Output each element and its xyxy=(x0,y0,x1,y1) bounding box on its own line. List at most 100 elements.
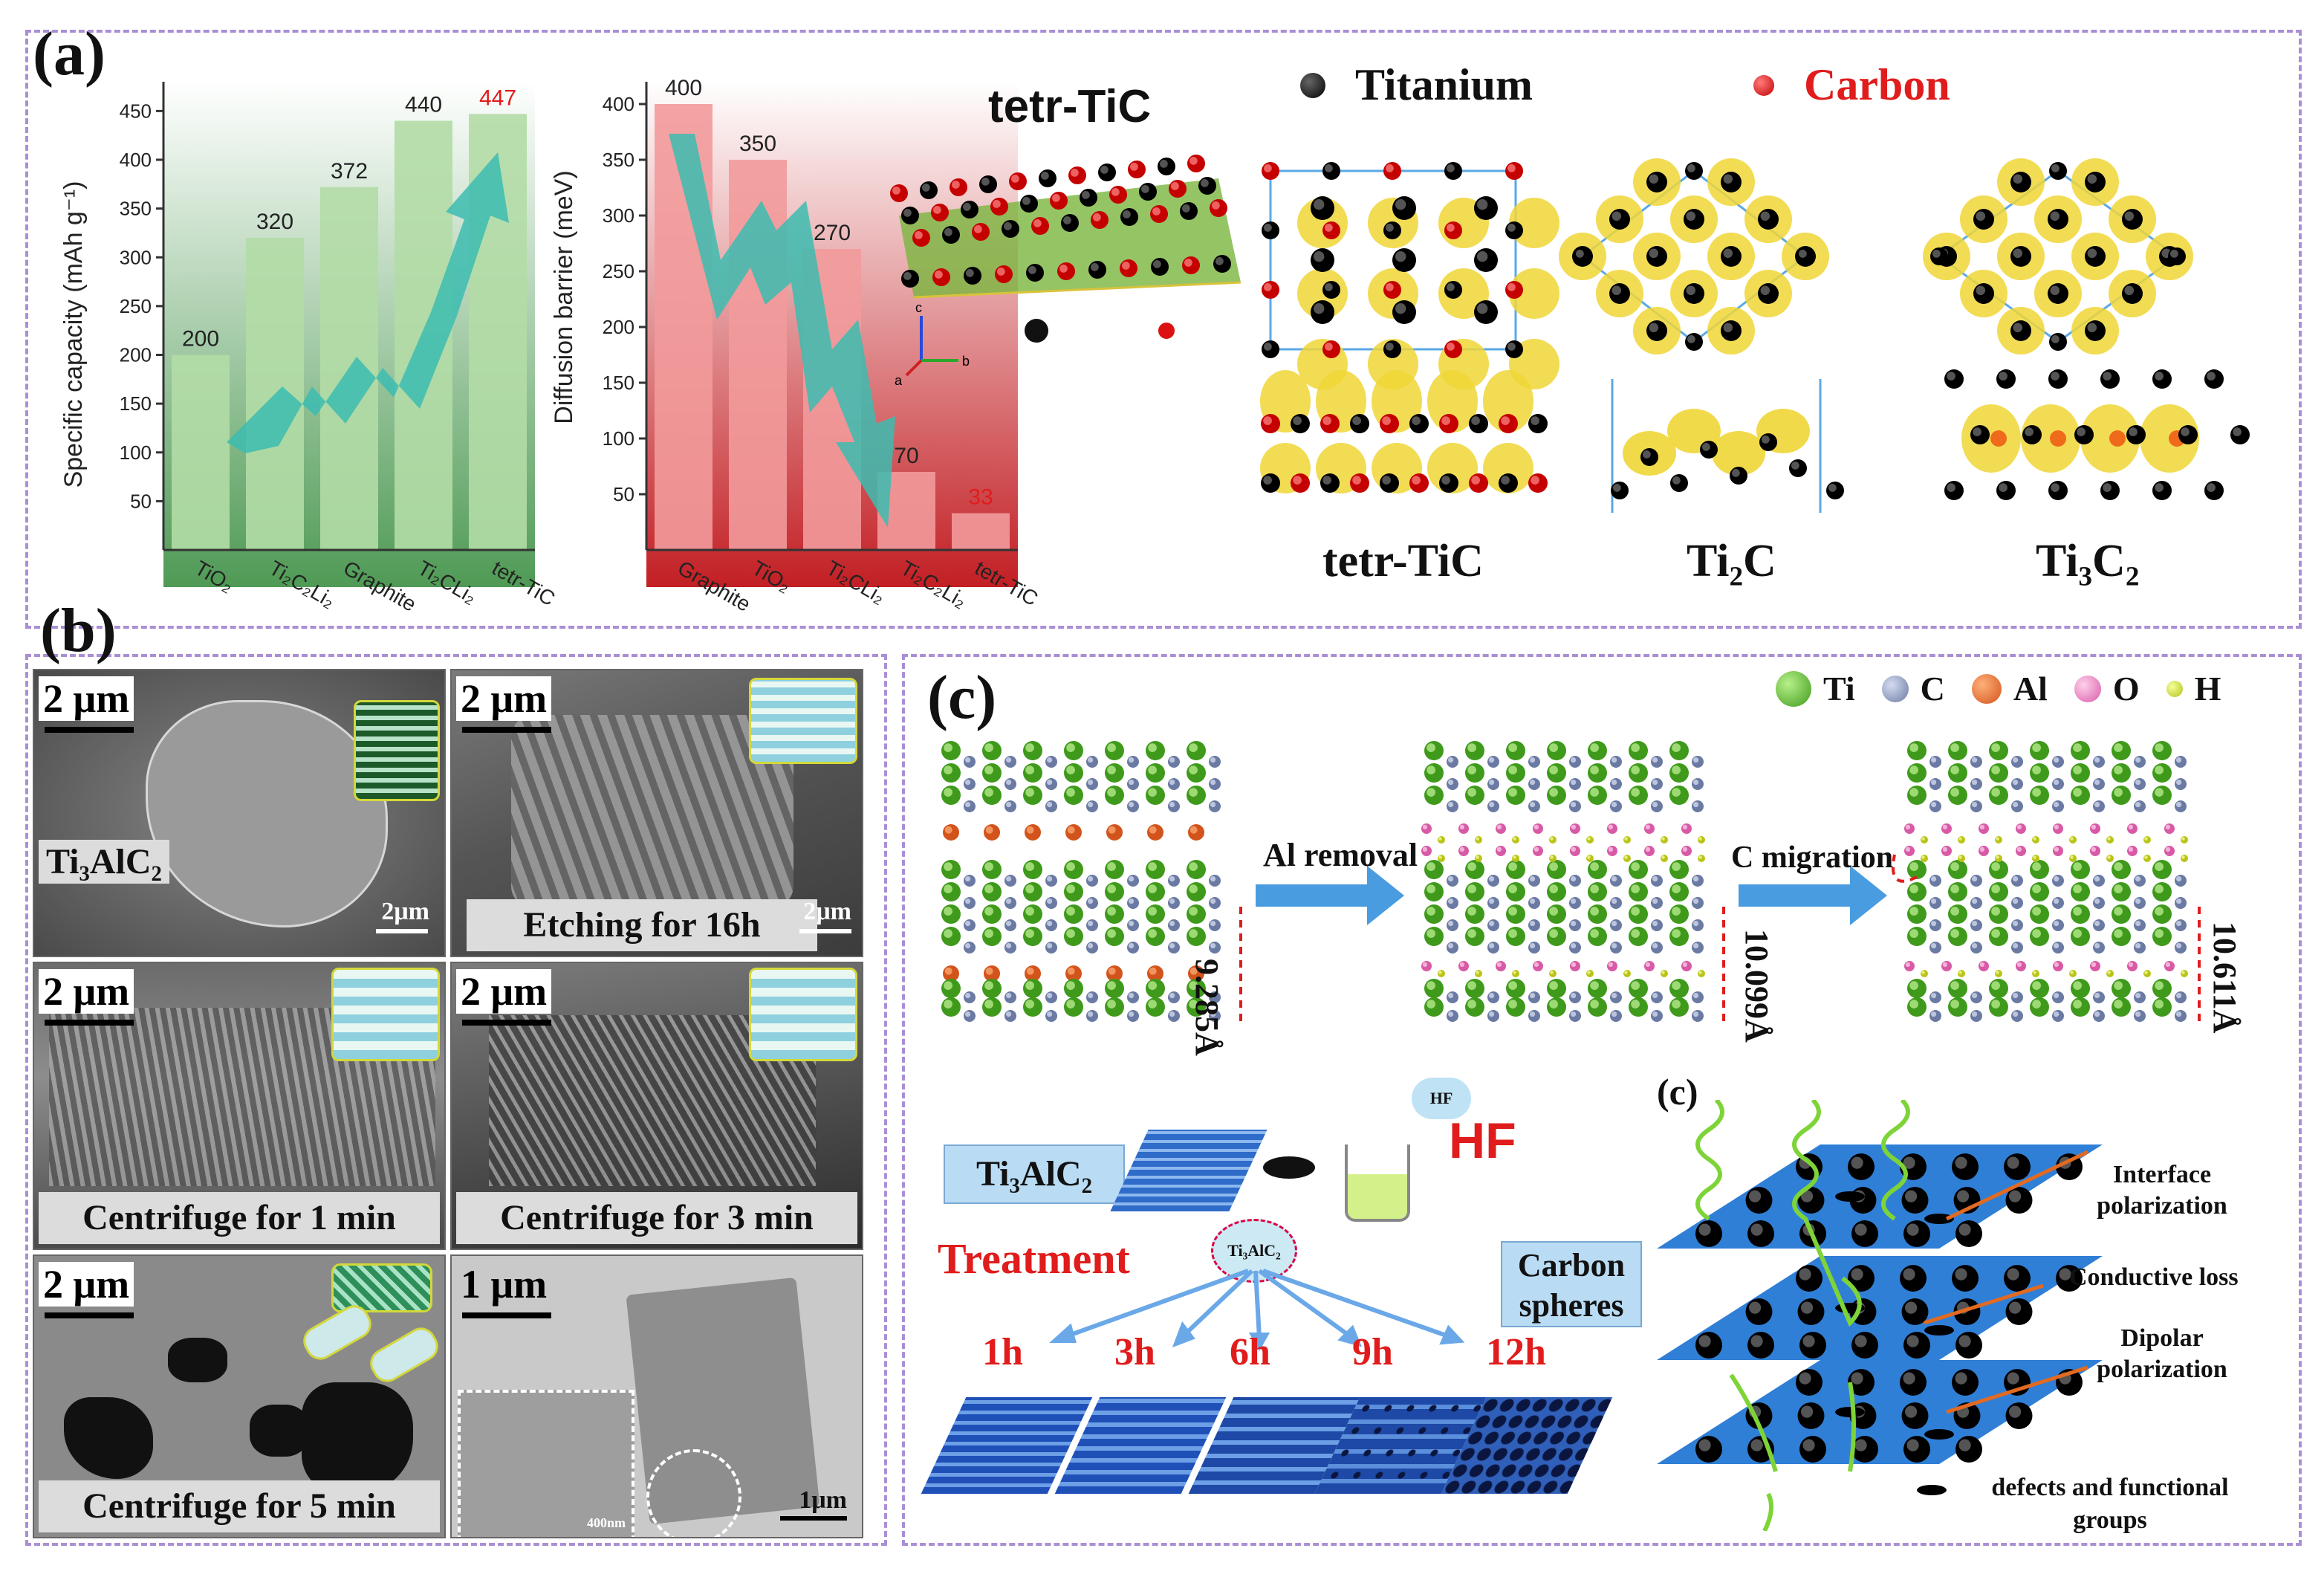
panel-c-legend: Ti C Al O H xyxy=(1776,669,2221,708)
sem-image-centrifuge-3min: 2 μm Centrifuge for 3 min xyxy=(450,962,863,1250)
carbon-dot-icon xyxy=(1753,74,1774,96)
ti3c2-side-view xyxy=(1944,369,2250,500)
cryst1-structure xyxy=(941,741,1221,1022)
layered-crystal-inset xyxy=(749,968,857,1061)
powder-pile-icon xyxy=(1263,1156,1315,1179)
sem-image-ti3alc2: 2 μm Ti₃AlC₂ 2μm xyxy=(33,669,446,957)
capacity-y-tick: 400 xyxy=(120,149,152,171)
barrier-y-tick: 350 xyxy=(603,149,634,171)
cryst3-structure xyxy=(1904,741,2188,1022)
svg-text:b: b xyxy=(962,354,970,369)
al-atom-icon xyxy=(1971,673,2002,704)
capacity-value-label: 320 xyxy=(256,210,293,234)
beaker-icon xyxy=(1345,1144,1410,1222)
time-12h: 12h xyxy=(1486,1331,1546,1373)
capacity-bar xyxy=(172,354,230,550)
tem-inset: 400nm xyxy=(458,1390,634,1537)
al-removal-arrow xyxy=(1256,866,1404,925)
panel-a-border xyxy=(25,30,2302,629)
tetr-tic-side-view xyxy=(1260,370,1548,493)
barrier-y-tick: 50 xyxy=(613,483,634,505)
sem-image-centrifuge-1min: 2 μm Centrifuge for 1 min xyxy=(33,962,446,1250)
capacity-y-tick: 300 xyxy=(120,246,152,268)
tetr-tic-top-view xyxy=(1262,162,1559,389)
carbon-spheres-box: Carbon spheres xyxy=(1501,1241,1642,1327)
barrier-bar xyxy=(952,513,1010,550)
mech-label-dipolar: Dipolar polarization xyxy=(2097,1324,2227,1383)
panel-c-border xyxy=(902,654,2302,1546)
panel-c-label: (c) xyxy=(927,663,997,732)
sub-panel-c-label: (c) xyxy=(1657,1071,1698,1113)
treatment-arrows xyxy=(1049,1269,1465,1352)
barrier-value-label: 350 xyxy=(739,132,776,156)
defects-legend: defects and functional groups xyxy=(1917,1471,2266,1537)
trend-arrow-up xyxy=(227,152,509,453)
o-atom-icon xyxy=(2074,675,2101,702)
panel-a-label: (a) xyxy=(33,19,106,88)
capacity-ylabel: Specific capacity (mAh g⁻¹) xyxy=(59,181,88,488)
titanium-dot-icon xyxy=(1300,72,1325,98)
absorption-mechanism xyxy=(1657,1100,2103,1531)
time-9h: 9h xyxy=(1352,1331,1393,1373)
hf-label: HF xyxy=(1449,1113,1516,1169)
structure-label-3: Ti₃C₂ xyxy=(2036,536,2140,586)
barrier-y-tick: 100 xyxy=(603,427,634,450)
structure-label-1: tetr-TiC xyxy=(1322,536,1484,586)
tem-image: 400nm 1 μm 1μm xyxy=(450,1254,863,1538)
time-6h: 6h xyxy=(1230,1331,1270,1373)
spacing-2: 10.099Å xyxy=(1739,929,1775,1043)
layered-crystal-inset xyxy=(331,968,440,1061)
ti-atom-icon xyxy=(1776,670,1811,707)
ti3alc2-box: Ti₃AlC₂ xyxy=(944,1144,1125,1204)
ti2c-side-view xyxy=(1611,379,1844,513)
panel-b-border xyxy=(25,654,887,1546)
barrier-ylabel: Diffusion barrier (meV) xyxy=(550,170,578,424)
barrier-y-tick: 400 xyxy=(603,93,634,115)
mxene-structures xyxy=(941,741,2201,1022)
hf-cloud-icon: HF xyxy=(1412,1078,1471,1119)
barrier-value-label: 70 xyxy=(894,444,918,468)
capacity-y-tick: 450 xyxy=(120,100,152,122)
barrier-y-tick: 300 xyxy=(603,204,634,227)
structure-label-2: Ti₂C xyxy=(1687,536,1776,586)
tetr-tic-3d-structure: c b a xyxy=(890,155,1241,388)
legend-titanium: Titanium xyxy=(1300,59,1533,111)
spacing-3: 10.611Å xyxy=(2207,922,2243,1034)
barrier-value-label: 33 xyxy=(968,485,993,510)
capacity-value-label: 440 xyxy=(405,93,442,117)
c-migration-label: C migration xyxy=(1731,841,1894,875)
nanosheet-inset xyxy=(331,1263,432,1312)
barrier-y-tick: 250 xyxy=(603,260,634,282)
barrier-value-label: 400 xyxy=(665,76,702,100)
panel-b-label: (b) xyxy=(40,596,117,665)
time-1h: 1h xyxy=(982,1331,1023,1373)
ti2c-top-view xyxy=(1559,158,1829,354)
capacity-value-label: 200 xyxy=(182,327,219,352)
structure-grid xyxy=(1260,158,2250,513)
spacing-1: 9.285Å xyxy=(1189,959,1225,1056)
legend-carbon: Carbon xyxy=(1753,59,1950,111)
capacity-value-label: 447 xyxy=(479,85,516,110)
barrier-y-tick: 150 xyxy=(603,372,634,394)
capacity-y-tick: 50 xyxy=(130,490,152,512)
capacity-value-label: 372 xyxy=(331,159,368,184)
layered-crystal-inset xyxy=(749,678,857,764)
capacity-y-tick: 150 xyxy=(120,392,152,415)
treatment-label: Treatment xyxy=(938,1234,1130,1283)
nanosheet-inset-3 xyxy=(364,1322,444,1388)
barrier-value-label: 270 xyxy=(814,221,851,245)
c-atom-icon xyxy=(1881,675,1909,702)
capacity-y-tick: 350 xyxy=(120,198,152,220)
axis-triad-icon: c b a xyxy=(895,300,970,388)
defect-ellipse-icon xyxy=(1917,1485,1947,1495)
tem-circle-marker xyxy=(646,1449,741,1537)
al-removal-label: Al removal xyxy=(1263,837,1418,873)
capacity-y-tick: 200 xyxy=(120,344,152,366)
svg-text:c: c xyxy=(915,300,922,315)
layered-crystal-inset xyxy=(354,700,440,801)
mech-label-conductive: Conductive loss xyxy=(2069,1263,2239,1291)
cryst2-structure xyxy=(1421,741,1705,1022)
svg-text:a: a xyxy=(895,373,903,388)
